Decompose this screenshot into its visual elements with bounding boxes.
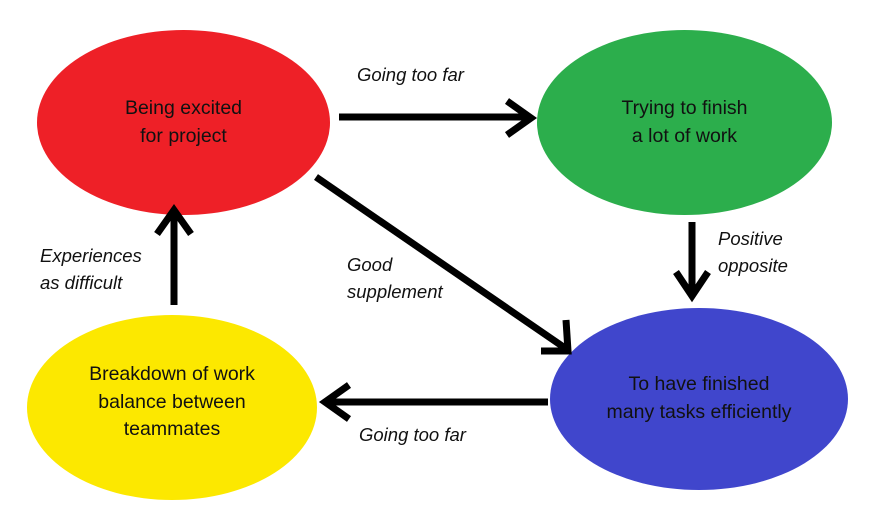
arrow-breakdown-to-excited <box>154 203 194 305</box>
node-ellipse-trying[interactable] <box>537 30 832 215</box>
edge-label-breakdown-to-excited: Experiences as difficult <box>40 245 142 293</box>
arrow-excited-to-finished <box>314 174 572 355</box>
node-ellipse-breakdown[interactable] <box>27 315 317 500</box>
node-ellipse-finished[interactable] <box>550 308 848 490</box>
edge-label-trying-to-finished: Positive opposite <box>718 228 788 276</box>
edge-label-finished-to-breakdown: Going too far <box>359 424 466 445</box>
arrow-excited-to-trying <box>339 98 538 138</box>
arrow-finished-to-breakdown <box>318 382 548 422</box>
node-ellipse-excited[interactable] <box>37 30 330 215</box>
arrow-trying-to-finished <box>673 222 711 303</box>
edge-label-excited-to-finished: Good supplement <box>347 254 443 302</box>
edge-label-excited-to-trying: Going too far <box>357 64 464 85</box>
